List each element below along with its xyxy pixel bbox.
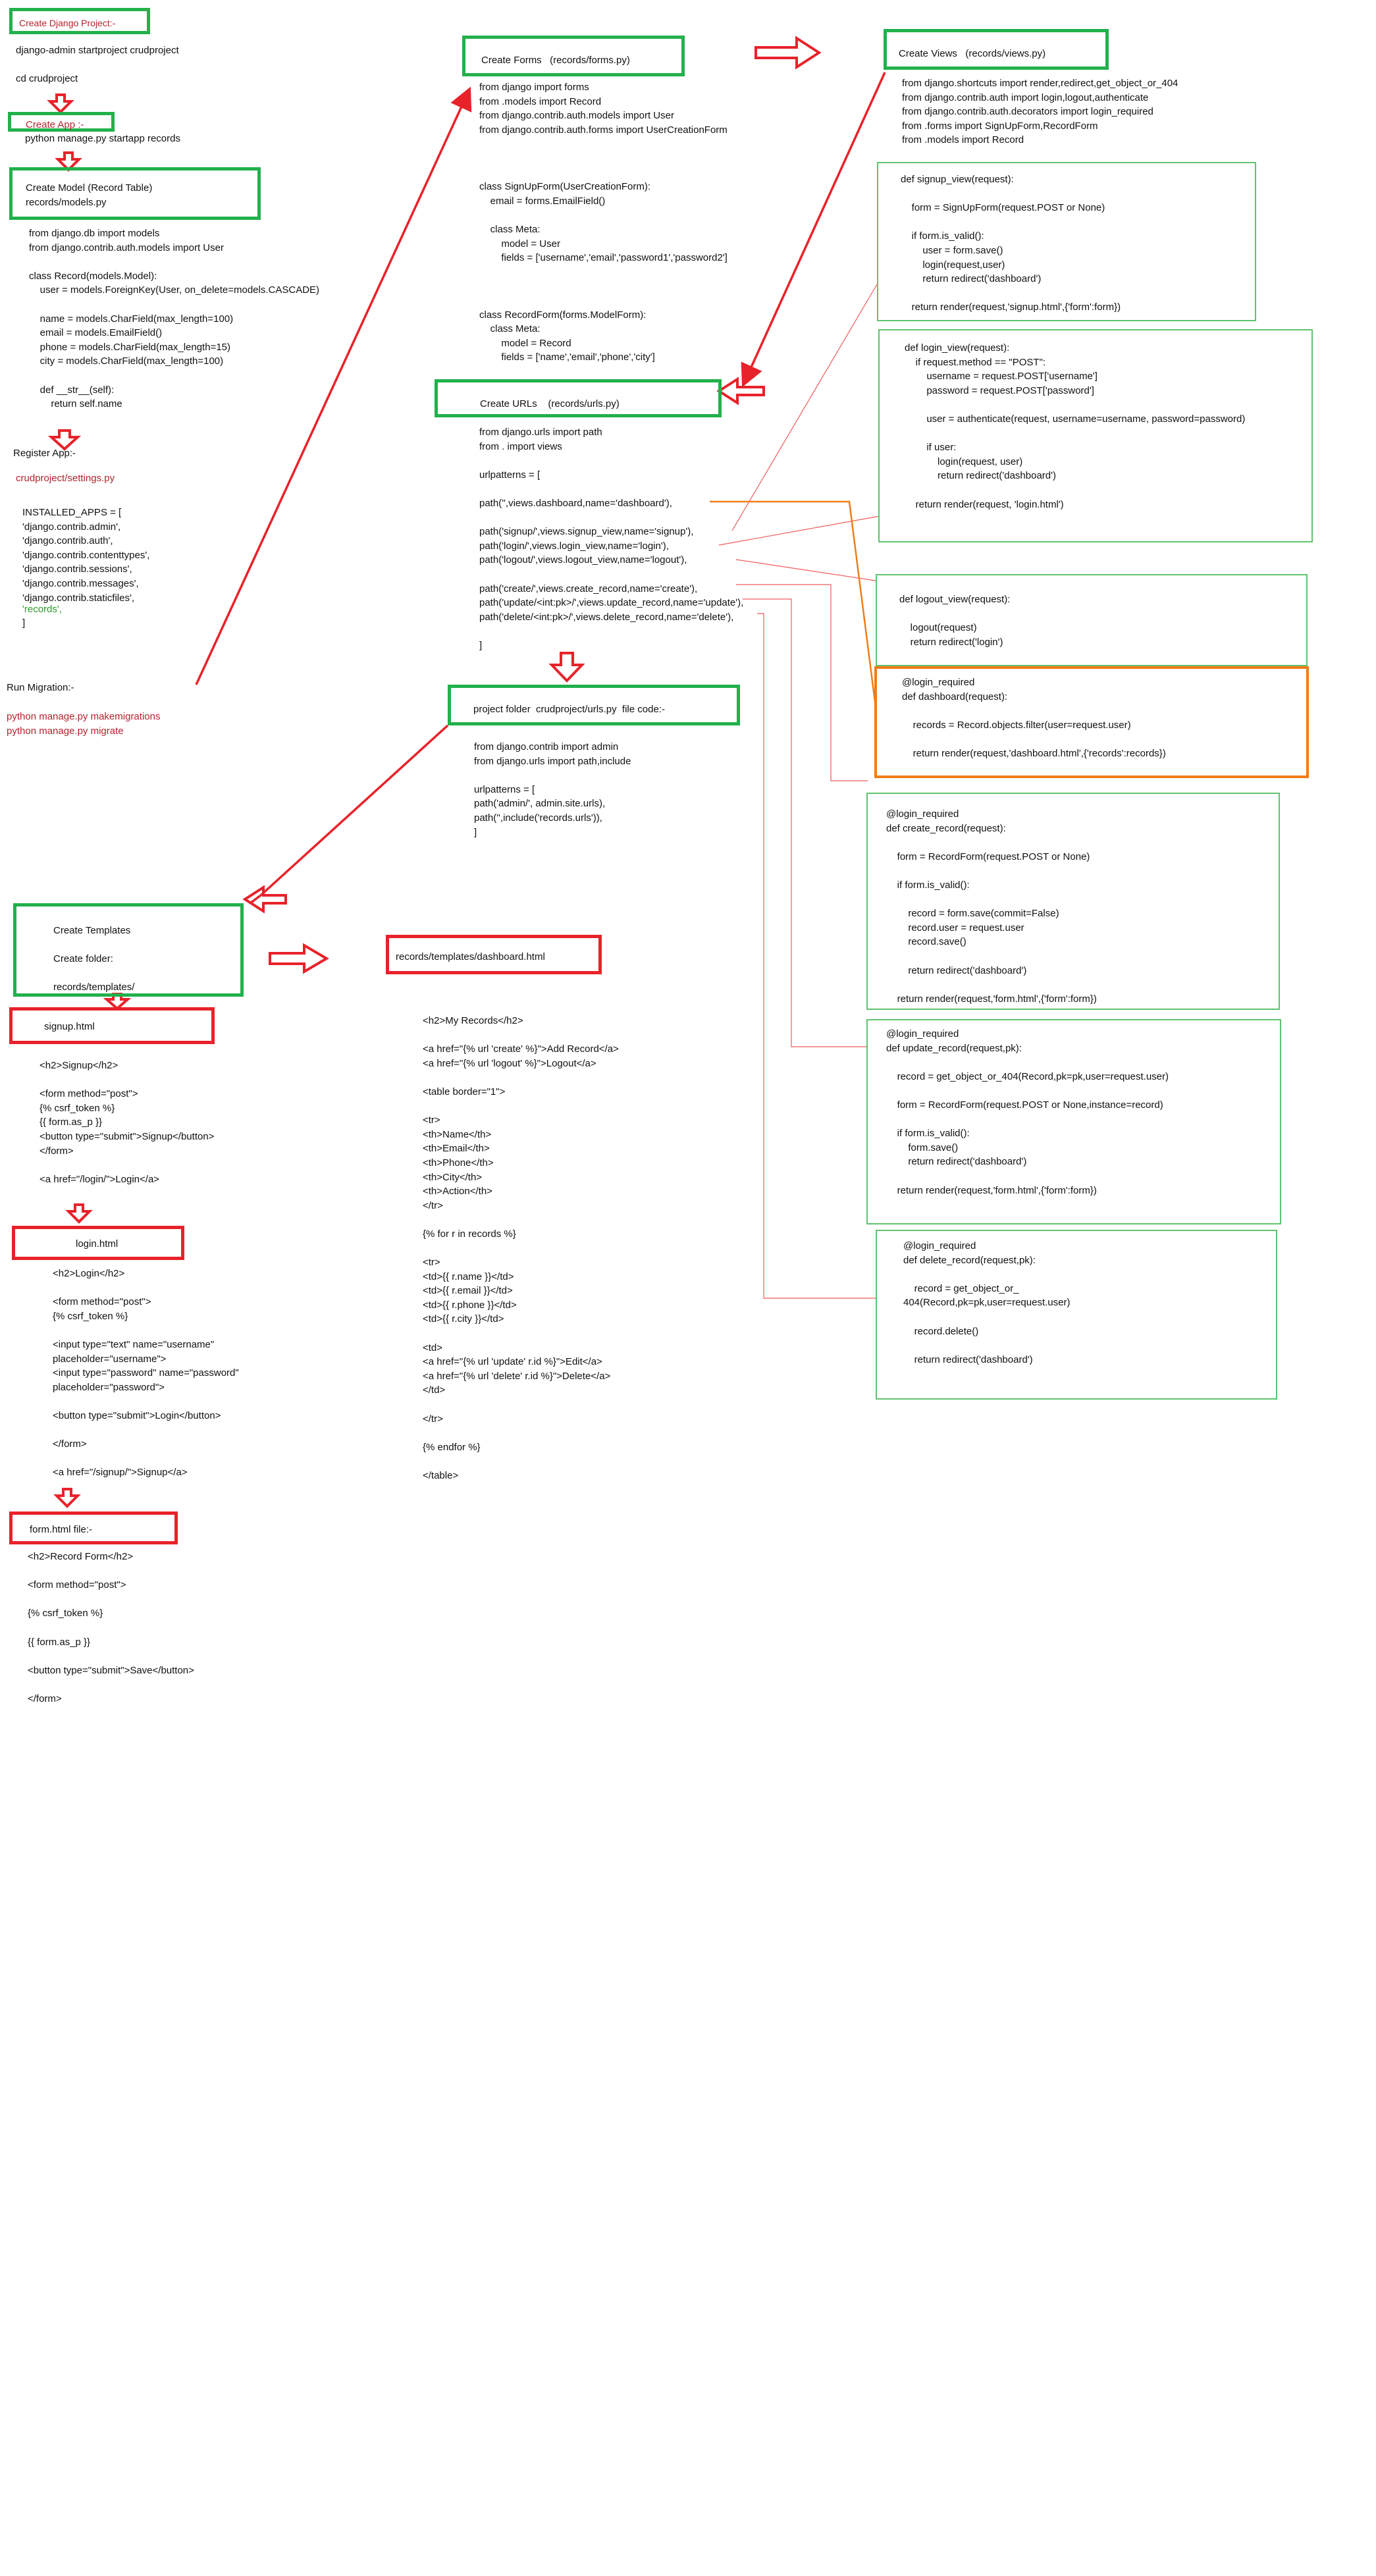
signup-template-title: signup.html: [44, 1021, 95, 1032]
project-commands: django-admin startproject crudproject cd…: [16, 45, 179, 85]
logout-view-box: def logout_view(request): logout(request…: [876, 574, 1308, 666]
create-project-title: Create Django Project:-: [19, 18, 116, 28]
model-code: from django.db import models from django…: [29, 228, 320, 410]
project-urls-to-templates-connector: [259, 724, 449, 897]
create-record-view-box: @login_required def create_record(reques…: [866, 793, 1280, 1010]
signup-view-code: def signup_view(request): form = SignUpF…: [901, 174, 1121, 313]
project-urls-title: project folder crudproject/urls.py file …: [473, 704, 665, 715]
login-view-code: def login_view(request): if request.meth…: [905, 342, 1246, 510]
down-arrow-icon: [55, 151, 82, 172]
logout-view-code: def logout_view(request): logout(request…: [899, 594, 1011, 648]
views-imports-code: from django.shortcuts import render,redi…: [902, 78, 1178, 146]
login-template-code: <h2>Login</h2> <form method="post"> {% c…: [53, 1268, 239, 1479]
project-urls-connector-tail: [249, 894, 262, 905]
signup-template-code: <h2>Signup</h2> <form method="post"> {% …: [40, 1060, 215, 1185]
records-app-entry: 'records',: [22, 604, 62, 615]
urls-code: from django.urls import path from . impo…: [479, 427, 744, 651]
down-arrow-icon: [53, 1488, 81, 1508]
dashboard-view-code: @login_required def dashboard(request): …: [902, 677, 1166, 759]
forms-code: from django import forms from .models im…: [479, 82, 728, 363]
dashboard-template-box: records/templates/dashboard.html: [386, 935, 602, 974]
left-arrow-icon: [716, 377, 765, 406]
create-app-box: Create App :-: [8, 112, 115, 132]
create-urls-box: Create URLs (records/urls.py): [435, 379, 722, 417]
login-url-mapping-line: [718, 515, 880, 546]
login-template-title: login.html: [76, 1238, 119, 1249]
update-record-view-code: @login_required def update_record(reques…: [886, 1028, 1169, 1196]
down-arrow-icon: [548, 652, 585, 683]
right-arrow-icon: [269, 943, 329, 974]
migration-commands: python manage.py makemigrations python m…: [7, 711, 161, 737]
dashboard-url-mapping-line: [710, 500, 877, 708]
create-app-title: Create App :-: [26, 119, 84, 130]
create-model-title: Create Model (Record Table) records/mode…: [26, 182, 153, 208]
project-urls-code: from django.contrib import admin from dj…: [474, 741, 631, 838]
create-app-command: python manage.py startapp records: [25, 133, 180, 144]
update-record-view-box: @login_required def update_record(reques…: [866, 1019, 1281, 1224]
delete-record-view-code: @login_required def delete_record(reques…: [903, 1240, 1071, 1365]
create-model-box: Create Model (Record Table) records/mode…: [9, 167, 261, 220]
form-template-title: form.html file:-: [30, 1524, 93, 1535]
create-record-view-code: @login_required def create_record(reques…: [886, 808, 1097, 1005]
signup-template-box: signup.html: [9, 1007, 215, 1044]
logout-url-mapping-line: [735, 559, 876, 581]
create-forms-box: Create Forms (records/forms.py): [462, 36, 685, 76]
run-migration-title: Run Migration:-: [7, 682, 74, 693]
down-arrow-icon: [47, 93, 74, 114]
signup-view-box: def signup_view(request): form = SignUpF…: [877, 162, 1256, 321]
dashboard-template-title: records/templates/dashboard.html: [396, 951, 545, 962]
form-template-box: form.html file:-: [9, 1511, 178, 1544]
delete-record-view-box: @login_required def delete_record(reques…: [876, 1230, 1277, 1400]
register-app-title: Register App:-: [13, 448, 76, 459]
right-arrow-icon: [754, 36, 822, 70]
create-templates-box: Create Templates Create folder: records/…: [13, 903, 244, 997]
down-arrow-icon: [65, 1203, 93, 1224]
form-template-code: <h2>Record Form</h2> <form method="post"…: [28, 1551, 194, 1704]
project-urls-box: project folder crudproject/urls.py file …: [448, 685, 740, 725]
views-to-urls-connector: [741, 72, 886, 388]
create-project-box: Create Django Project:-: [9, 8, 150, 34]
create-views-box: Create Views (records/views.py): [884, 29, 1109, 70]
signup-url-mapping-line: [731, 284, 878, 531]
create-views-title: Create Views (records/views.py): [899, 48, 1046, 59]
create-urls-title: Create URLs (records/urls.py): [480, 398, 620, 409]
delete-url-mapping-line: [757, 613, 877, 1299]
create-forms-title: Create Forms (records/forms.py): [481, 55, 630, 66]
login-template-box: login.html: [12, 1226, 184, 1260]
login-view-box: def login_view(request): if request.meth…: [878, 329, 1313, 542]
installed-apps-code: INSTALLED_APPS = [ 'django.contrib.admin…: [22, 507, 150, 604]
create-url-mapping-line: [736, 584, 868, 781]
settings-file-path: crudproject/settings.py: [16, 473, 115, 484]
dashboard-view-box: @login_required def dashboard(request): …: [874, 666, 1309, 778]
migration-to-forms-connector: [195, 86, 472, 685]
dashboard-template-code: <h2>My Records</h2> <a href="{% url 'cre…: [423, 1015, 619, 1481]
update-url-mapping-line: [743, 598, 868, 1047]
installed-apps-close: ]: [22, 618, 26, 629]
create-templates-title: Create Templates Create folder: records/…: [53, 925, 135, 993]
down-arrow-icon: [47, 429, 82, 451]
